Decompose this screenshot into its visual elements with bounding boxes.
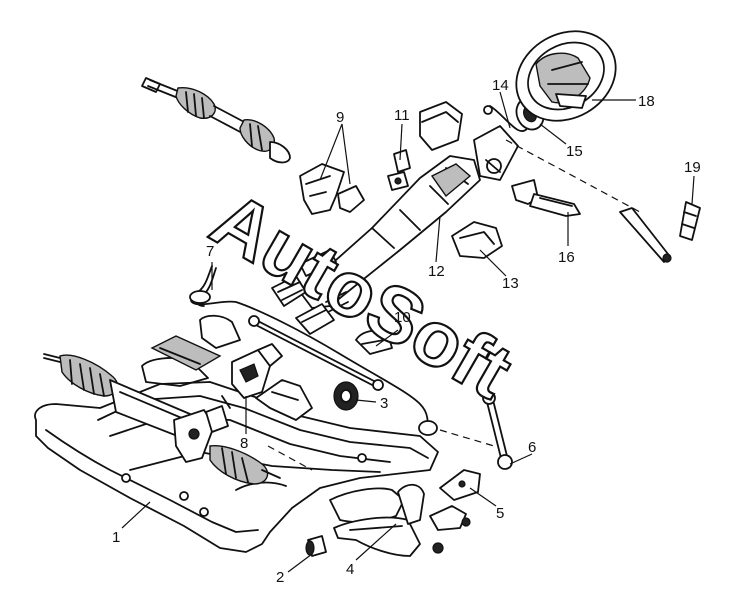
callout-6: 6 [528, 439, 536, 456]
callout-10: 10 [394, 309, 411, 326]
callout-5: 5 [496, 505, 504, 522]
column-shroud-lower [451, 221, 503, 259]
stabiliser-link [482, 391, 513, 470]
callout-7: 7 [206, 243, 214, 260]
ignition-lock [387, 149, 411, 191]
callout-4: 4 [346, 561, 354, 578]
callout-11: 11 [394, 107, 410, 124]
control-arm [329, 483, 444, 557]
callout-16: 16 [558, 249, 575, 266]
bracket-pair [299, 163, 365, 215]
tie-rod [248, 315, 384, 391]
intermediate-shaft [271, 249, 349, 335]
callout-14: 14 [492, 77, 509, 94]
mounting-plate [150, 335, 222, 371]
trim-strip [679, 201, 701, 241]
assembly-lines [267, 139, 641, 471]
callout-9: 9 [336, 109, 344, 126]
leader-lines [121, 91, 695, 573]
callout-18: 18 [638, 93, 655, 110]
callout-15: 15 [566, 143, 583, 160]
callout-8: 8 [240, 435, 248, 452]
callouts: 1 2 3 4 5 6 7 8 9 10 11 12 13 14 15 16 1… [112, 77, 701, 586]
steering-column [299, 125, 519, 309]
universal-joint [231, 343, 283, 399]
pinion-fitting [205, 395, 231, 433]
callout-19: 19 [684, 159, 701, 176]
lower-arm-bush [305, 535, 327, 557]
callout-2: 2 [276, 569, 284, 586]
steering-wheel [515, 30, 617, 122]
clamp [355, 329, 393, 355]
column-cover-upper [419, 101, 463, 151]
long-bar [619, 207, 672, 263]
ball-joint [429, 469, 481, 531]
callout-12: 12 [428, 263, 445, 280]
steering-rack [43, 353, 281, 485]
callout-13: 13 [502, 275, 519, 292]
bush [333, 381, 359, 411]
anti-roll-bar [189, 265, 438, 436]
callout-1: 1 [112, 529, 120, 546]
combination-switch [511, 179, 581, 217]
center-bracket [255, 379, 313, 421]
callout-3: 3 [380, 395, 388, 412]
drive-shaft [141, 77, 291, 164]
